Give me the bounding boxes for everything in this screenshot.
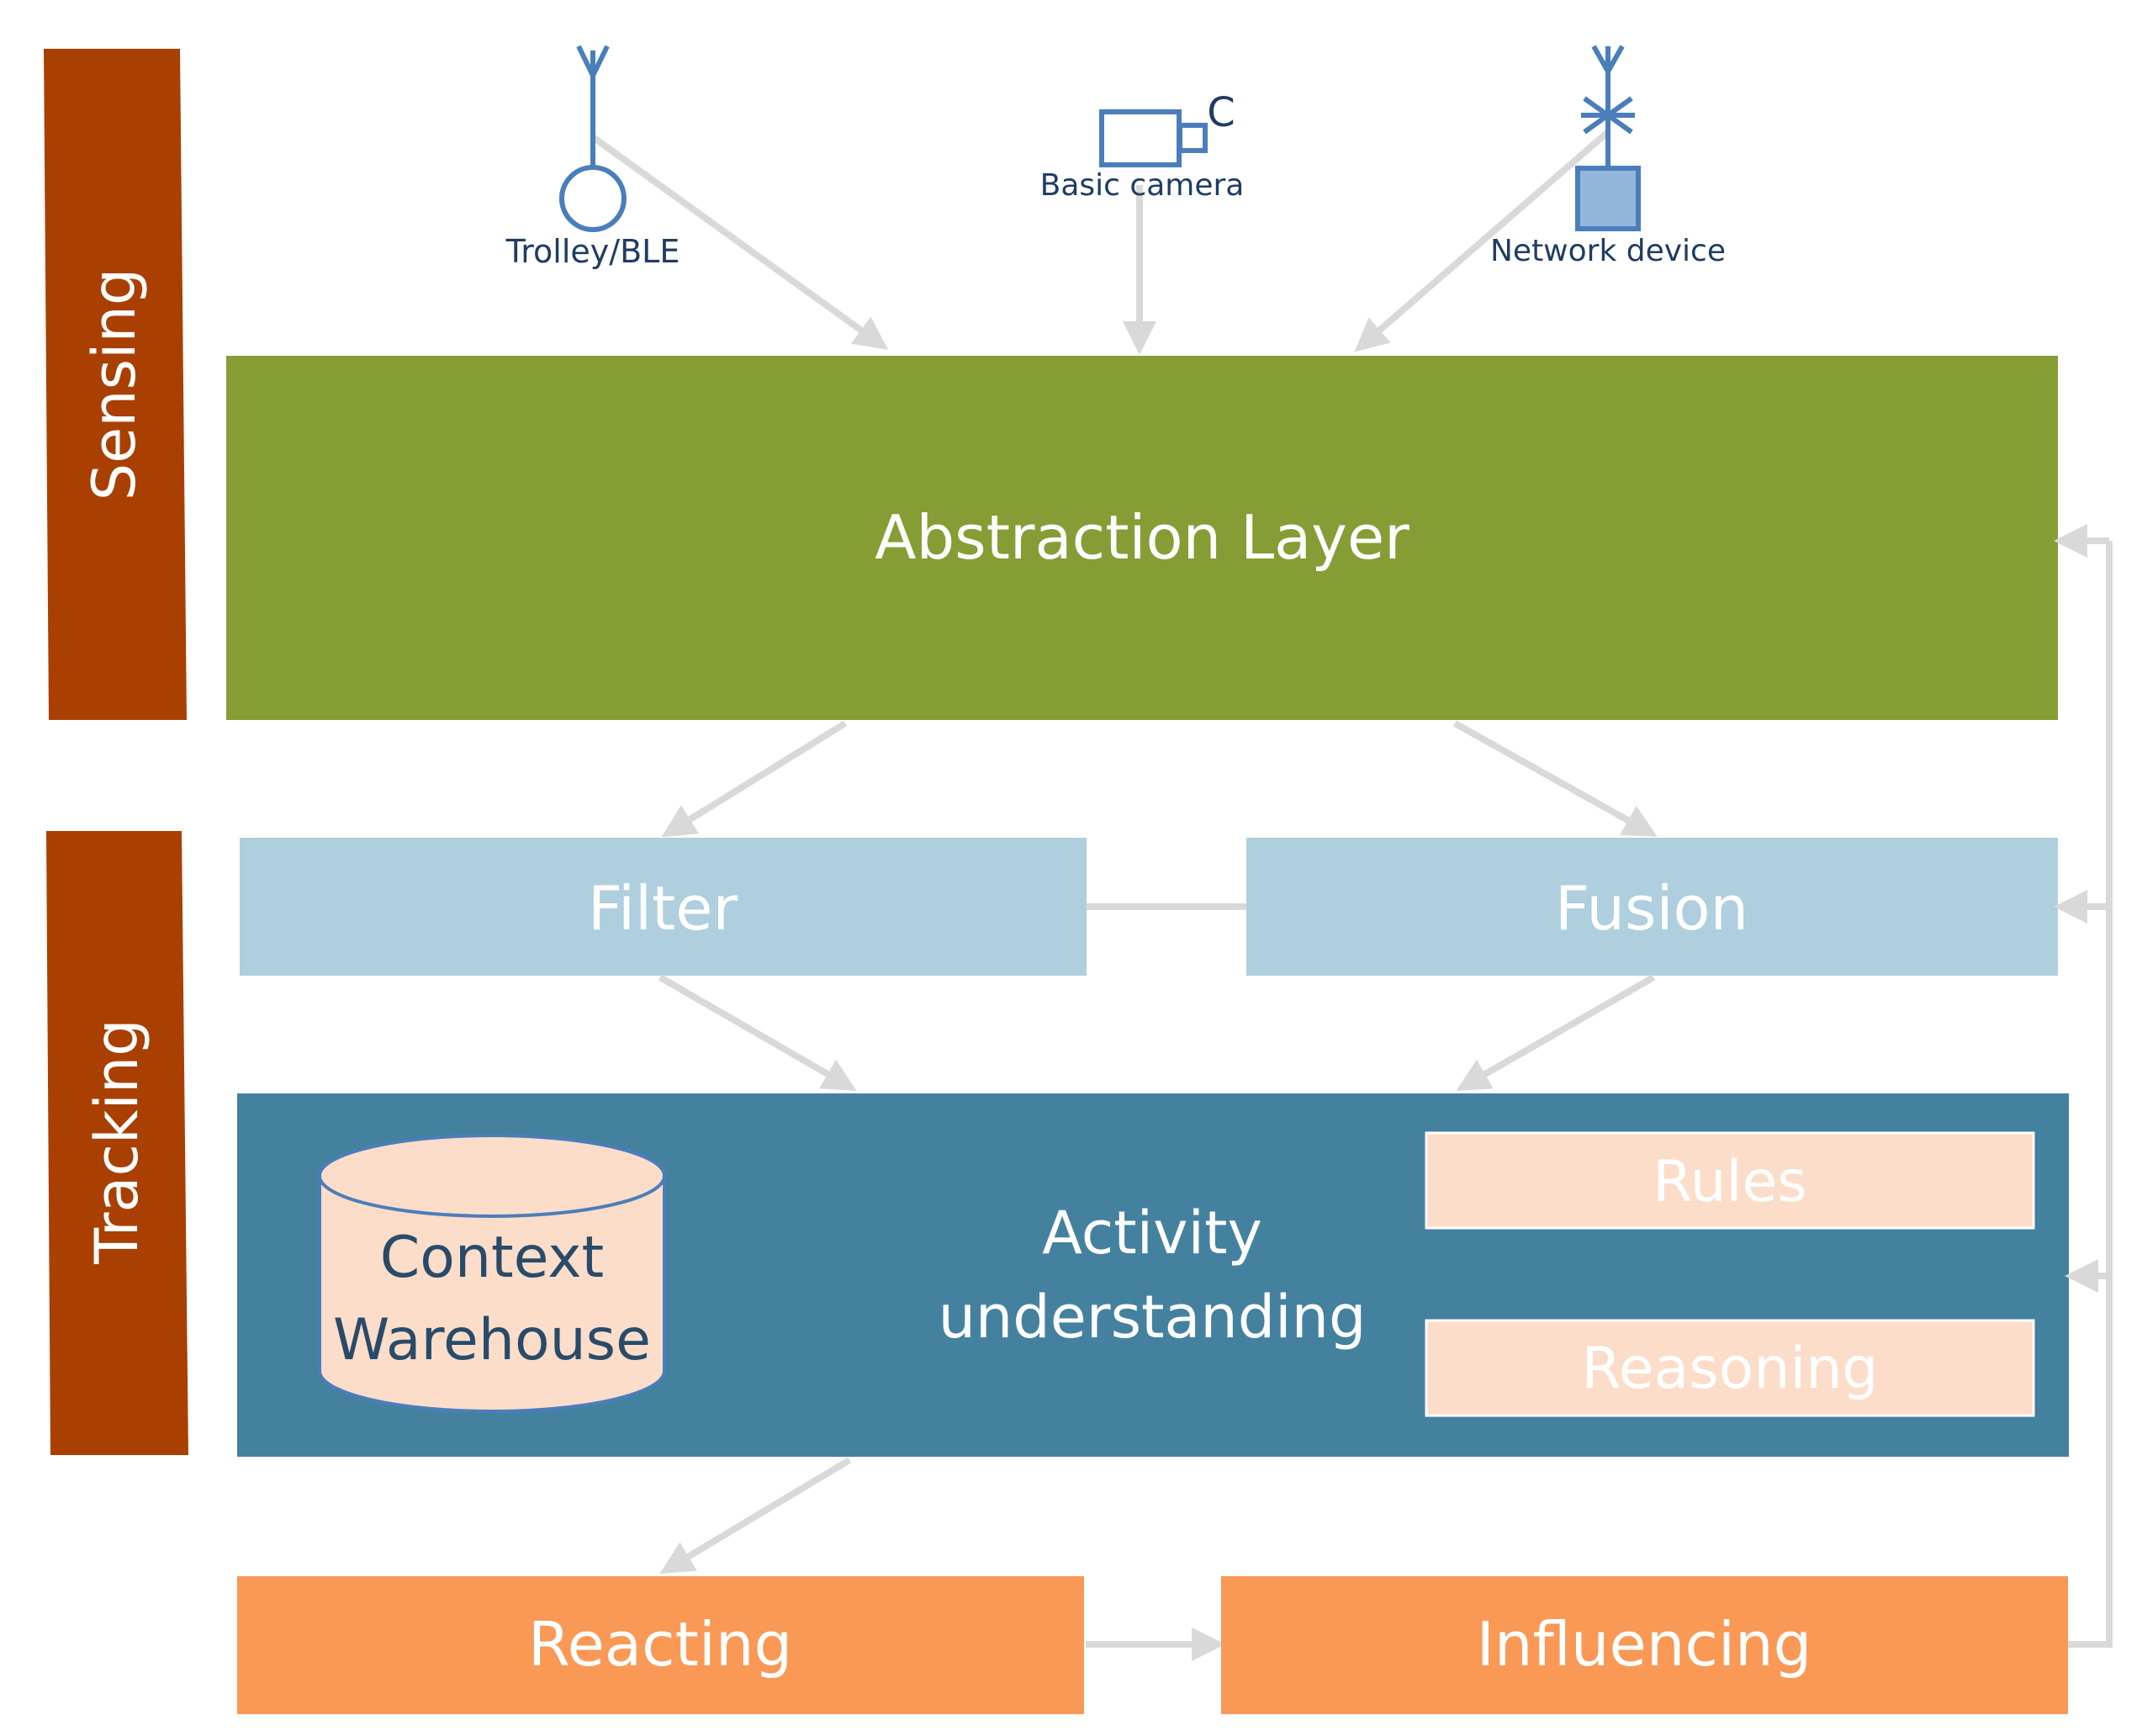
reacting-box (237, 1576, 1084, 1714)
rules-label: Rules (1653, 1149, 1806, 1215)
reacting-label: Reacting (528, 1609, 792, 1680)
fusion-box (1246, 838, 2058, 976)
rules-box (1425, 1131, 2035, 1230)
abstraction-layer-box (226, 356, 2058, 720)
filter-box (240, 838, 1087, 976)
abstraction-arrows (661, 720, 1658, 838)
network-label: Network device (1490, 234, 1726, 268)
arrow-activity-to-reacting (659, 1457, 852, 1575)
camera-icon (1099, 109, 1208, 167)
activity-label-line2: understanding (939, 1283, 1367, 1352)
arrow-filter-to-activity (658, 974, 857, 1092)
arrow-network-to-abstraction (1354, 129, 1610, 352)
trolley-label: Trolley/BLE (505, 233, 680, 270)
sensing-label: Sensing (80, 268, 149, 501)
filter-label: Filter (588, 873, 738, 944)
feedback-loop (2054, 524, 2113, 1648)
device-arrows (590, 129, 1610, 355)
influencing-label: Influencing (1477, 1609, 1812, 1680)
feedback-line (2068, 541, 2113, 1648)
antenna-circle-icon (559, 45, 627, 232)
fusion-label: Fusion (1555, 873, 1748, 944)
camera-label: Basic camera (1040, 168, 1245, 203)
network-device-icon (1575, 45, 1641, 231)
sensing-side-bar: Sensing (44, 49, 187, 720)
influencing-box (1221, 1576, 2068, 1714)
camera-icon-letter: C (1207, 89, 1235, 136)
arrow-abstraction-to-fusion (1453, 720, 1658, 837)
arrow-fusion-to-activity (1456, 974, 1655, 1091)
reasoning-label: Reasoning (1582, 1336, 1879, 1402)
arrow-trolley-to-abstraction (590, 134, 889, 350)
tracking-arrows (658, 974, 1655, 1092)
arrow-abstraction-to-filter (661, 720, 848, 838)
activity-label-line1: Activity (1042, 1199, 1262, 1268)
tracking-side-bar: Tracking (46, 831, 188, 1455)
abstraction-layer-label: Abstraction Layer (875, 502, 1409, 573)
warehouse-label-line2: Warehouse (333, 1307, 651, 1373)
reasoning-box (1425, 1319, 2035, 1417)
tracking-label: Tracking (82, 1019, 151, 1264)
database-cylinder-icon (318, 1134, 666, 1413)
warehouse-label-line1: Context (380, 1225, 604, 1291)
